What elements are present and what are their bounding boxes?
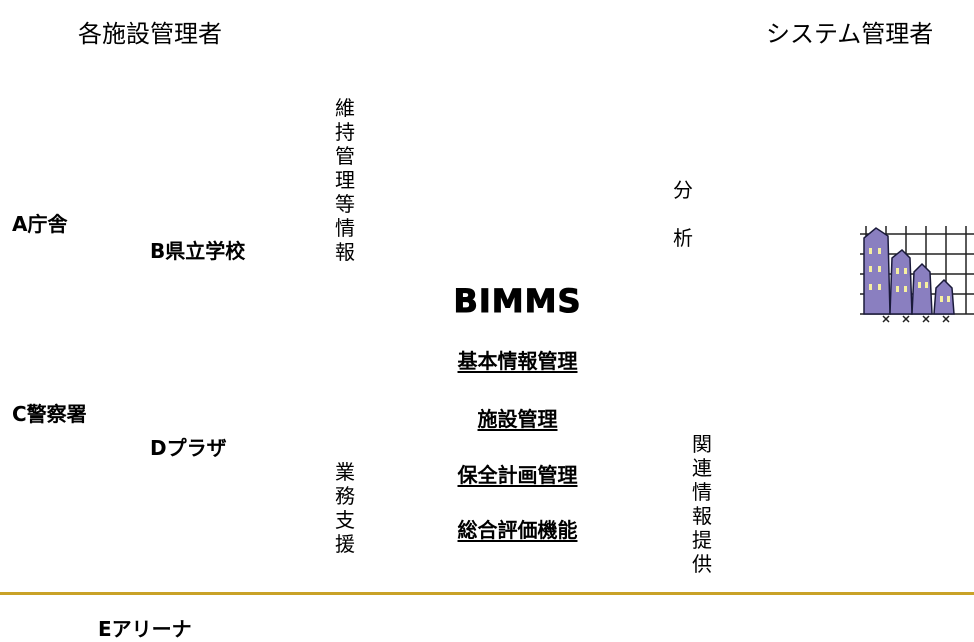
label-business-support: 業務支援 — [335, 460, 355, 556]
function-maintenance-plan[interactable]: 保全計画管理 — [457, 463, 578, 487]
function-comprehensive-evaluation[interactable]: 総合評価機能 — [457, 518, 578, 542]
label-related-info: 関連情報提供 — [692, 432, 712, 576]
label-maintenance-info: 維持管理等情報 — [335, 96, 355, 264]
left-heading: 各施設管理者 — [78, 20, 222, 48]
facility-d: Dプラザ — [150, 436, 227, 460]
facility-b: B県立学校 — [150, 239, 246, 263]
facility-e: Eアリーナ — [98, 617, 192, 641]
label-analysis: 分析 — [673, 178, 693, 250]
function-basic-info[interactable]: 基本情報管理 — [457, 349, 578, 373]
divider-line — [0, 592, 974, 595]
bar-chart-buildings-icon — [860, 226, 974, 323]
bimms-block: BIMMS — [430, 282, 605, 321]
facility-c: C警察署 — [12, 402, 87, 426]
bimms-title: BIMMS — [453, 282, 582, 321]
function-facility-management[interactable]: 施設管理 — [477, 407, 558, 431]
right-heading: システム管理者 — [766, 20, 934, 48]
facility-a: A庁舎 — [12, 212, 68, 236]
